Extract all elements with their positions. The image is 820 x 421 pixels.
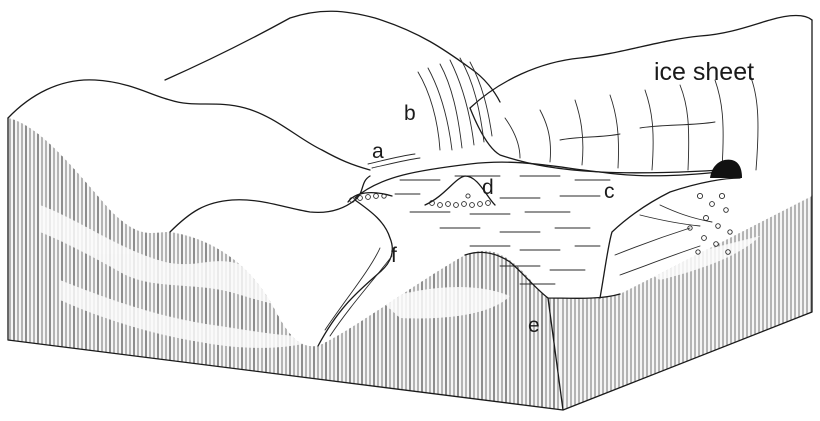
left-valley-slope	[170, 176, 370, 232]
label-ice-sheet: ice sheet	[654, 58, 754, 86]
label-f: f	[391, 244, 397, 267]
label-d: d	[482, 176, 494, 199]
striations-b	[418, 58, 492, 150]
ice-sheet-outline	[470, 16, 812, 109]
label-e: e	[528, 314, 540, 337]
label-c: c	[604, 180, 615, 203]
ice-tunnel-portal	[710, 160, 742, 178]
label-a: a	[372, 140, 384, 163]
ice-crevasses	[505, 75, 758, 170]
label-b: b	[404, 102, 416, 125]
bedrock-cross-section	[8, 100, 812, 415]
